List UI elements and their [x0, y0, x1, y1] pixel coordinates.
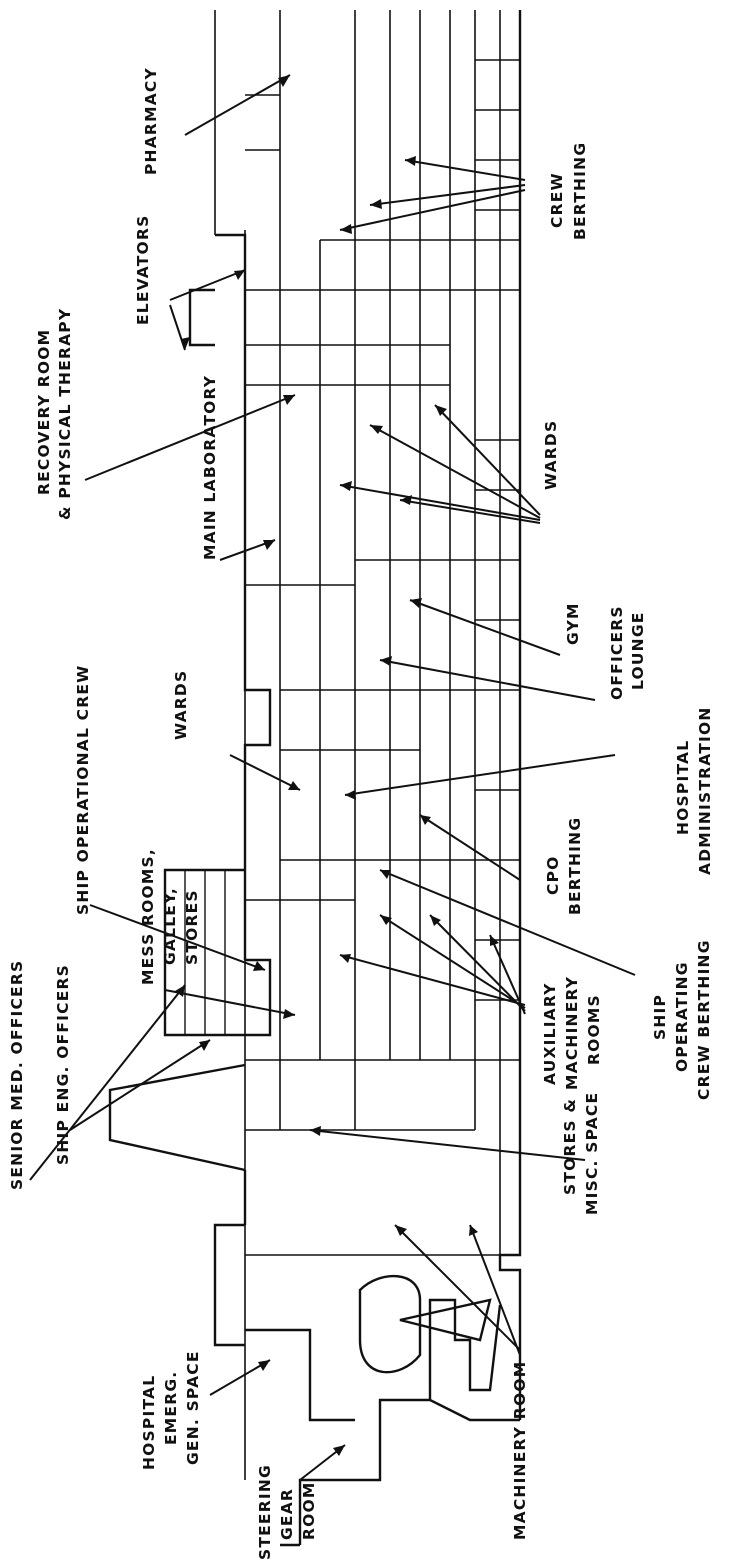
label-wards-left: WARDS — [172, 670, 190, 740]
label-ship-operating-2: OPERATING — [673, 961, 691, 1072]
label-hosp-emerg-1: HOSPITAL — [140, 1375, 158, 1470]
labels: PHARMACY CREW BERTHING ELEVATORS RECOVER… — [8, 67, 714, 1560]
label-aux-1: AUXILIARY — [541, 982, 559, 1085]
hull-outline — [280, 10, 522, 1547]
label-pharmacy: PHARMACY — [142, 67, 160, 175]
label-recovery-2: & PHYSICAL THERAPY — [56, 308, 74, 520]
leader-lines — [29, 74, 636, 1481]
label-ship-operating-1: SHIP — [651, 994, 669, 1040]
label-machinery: MACHINERY ROOM — [511, 1361, 529, 1540]
label-steering-3: ROOM — [300, 1481, 318, 1540]
label-ship-eng: SHIP ENG. OFFICERS — [54, 964, 72, 1165]
label-officers-2: LOUNGE — [629, 611, 647, 690]
label-senior-med: SENIOR MED. OFFICERS — [8, 960, 26, 1190]
label-hosp-admin-2: ADMINISTRATION — [696, 706, 714, 875]
deck-lines — [214, 10, 501, 1480]
label-crew-berthing-1: CREW — [548, 172, 566, 228]
label-wards-top: WARDS — [542, 420, 560, 490]
label-main-lab: MAIN LABORATORY — [201, 375, 219, 560]
label-ship-operating-3: CREW BERTHING — [695, 939, 713, 1100]
label-aux-2: MACHINERY — [563, 976, 581, 1090]
label-hosp-emerg-3: GEN. SPACE — [184, 1350, 202, 1465]
label-hosp-admin-1: HOSPITAL — [674, 740, 692, 835]
label-cpo-2: BERTHING — [566, 817, 584, 915]
label-recovery-1: RECOVERY ROOM — [35, 329, 53, 495]
label-mess-3: STORES — [183, 889, 201, 965]
superstructure — [108, 233, 355, 1422]
label-steering-1: STEERING — [256, 1464, 274, 1560]
label-crew-berthing-2: BERTHING — [571, 142, 589, 240]
label-gym: GYM — [564, 602, 582, 645]
label-stores-misc-2: MISC. SPACE — [583, 1092, 601, 1215]
label-cpo-1: CPO — [544, 855, 562, 895]
label-aux-3: ROOMS — [585, 994, 603, 1065]
bulkheads — [245, 59, 520, 1256]
label-officers-1: OFFICERS — [608, 605, 626, 700]
label-elevators: ELEVATORS — [134, 215, 152, 325]
label-hosp-emerg-2: EMERG. — [162, 1371, 180, 1445]
label-mess-2: GALLEY, — [161, 887, 179, 965]
label-steering-2: GEAR — [278, 1488, 296, 1540]
label-ship-op-crew: SHIP OPERATIONAL CREW — [74, 665, 92, 915]
label-stores-misc-1: STORES & — [561, 1098, 579, 1195]
label-mess-1: MESS ROOMS, — [139, 848, 157, 985]
